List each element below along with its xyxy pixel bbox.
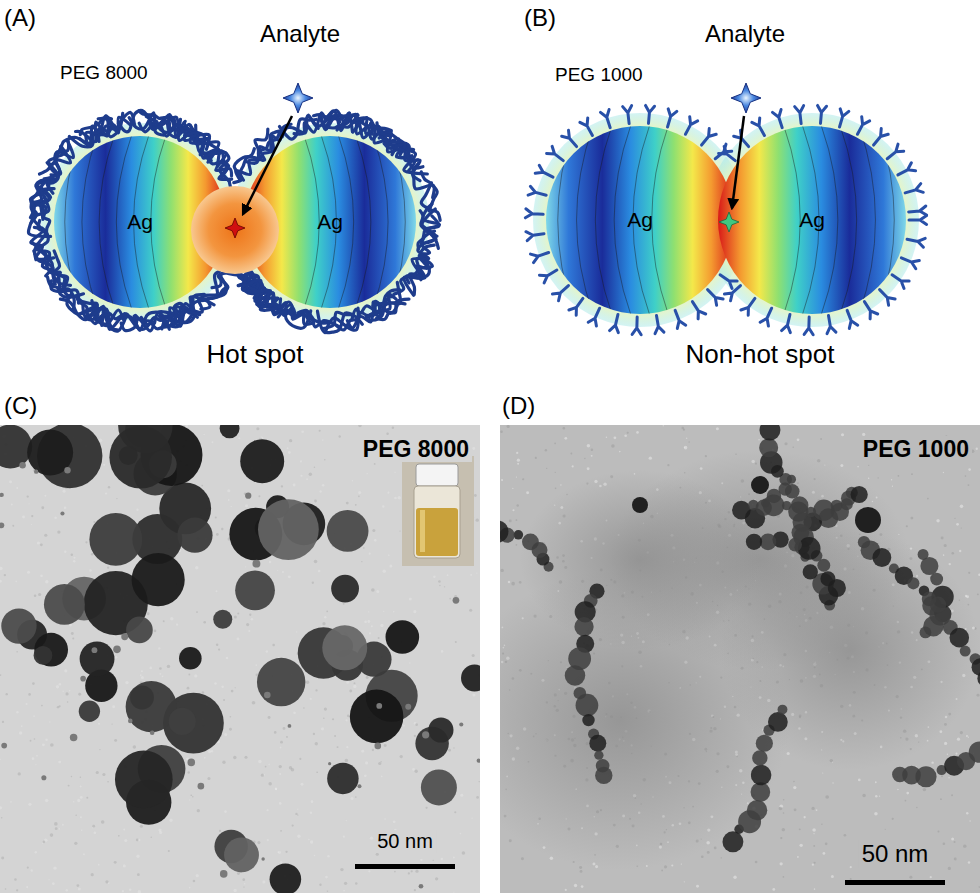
caption-label: Hot spot <box>207 340 304 370</box>
particle-label: Ag <box>127 210 153 234</box>
scale-bar <box>355 864 455 869</box>
peg-8000-chains <box>28 110 440 333</box>
analyte-arrow <box>243 116 292 214</box>
analyte-arrow <box>732 116 744 208</box>
particle-label: Ag <box>627 208 653 232</box>
silver-sphere: Ag <box>718 126 906 314</box>
scale-bar <box>845 880 945 885</box>
silver-sphere: Ag <box>546 126 734 314</box>
scale-bar-label: 50 nm <box>859 840 932 868</box>
field-contours <box>784 126 894 314</box>
tem-image <box>0 425 480 893</box>
sample-label: PEG 1000 <box>860 436 972 462</box>
tem-noise <box>0 425 480 893</box>
silver-sphere: Ag <box>54 136 226 308</box>
analyte-label: Analyte <box>260 20 340 48</box>
particle-label: Ag <box>799 208 825 232</box>
vial-photo <box>402 456 474 566</box>
panel-label: (D) <box>502 392 535 420</box>
sample-label: PEG 8000 <box>360 436 472 462</box>
analyte-molecule <box>283 83 313 113</box>
field-contours <box>65 136 166 308</box>
particle-label: Ag <box>317 210 343 234</box>
field-halo <box>705 113 919 327</box>
tem-nanoparticle-chains <box>500 425 980 870</box>
analyte-in-hot-spot <box>225 218 245 238</box>
field-halo <box>41 123 239 321</box>
field-map <box>54 136 226 308</box>
ligand-label: PEG 8000 <box>60 62 148 84</box>
hot-spot-glow <box>191 186 279 274</box>
panel-label: (C) <box>4 392 37 420</box>
analyte-molecule <box>731 83 761 113</box>
caption-label: Non-hot spot <box>686 340 835 370</box>
analyte-label: Analyte <box>705 20 785 48</box>
field-contours <box>558 126 668 314</box>
field-map <box>244 136 416 308</box>
ligand-label: PEG 1000 <box>555 64 643 86</box>
panel-label: (A) <box>4 4 36 32</box>
panel-label: (B) <box>524 4 556 32</box>
field-map <box>718 126 906 314</box>
peg-1000-ligands <box>525 105 926 334</box>
tem-nanoparticles <box>0 425 480 893</box>
field-halo <box>533 113 747 327</box>
field-map <box>546 126 734 314</box>
field-halo <box>231 123 429 321</box>
field-contours <box>304 136 405 308</box>
analyte-off-hot-spot <box>719 212 739 232</box>
silver-sphere: Ag <box>244 136 416 308</box>
scale-bar-label: 50 nm <box>374 830 436 853</box>
